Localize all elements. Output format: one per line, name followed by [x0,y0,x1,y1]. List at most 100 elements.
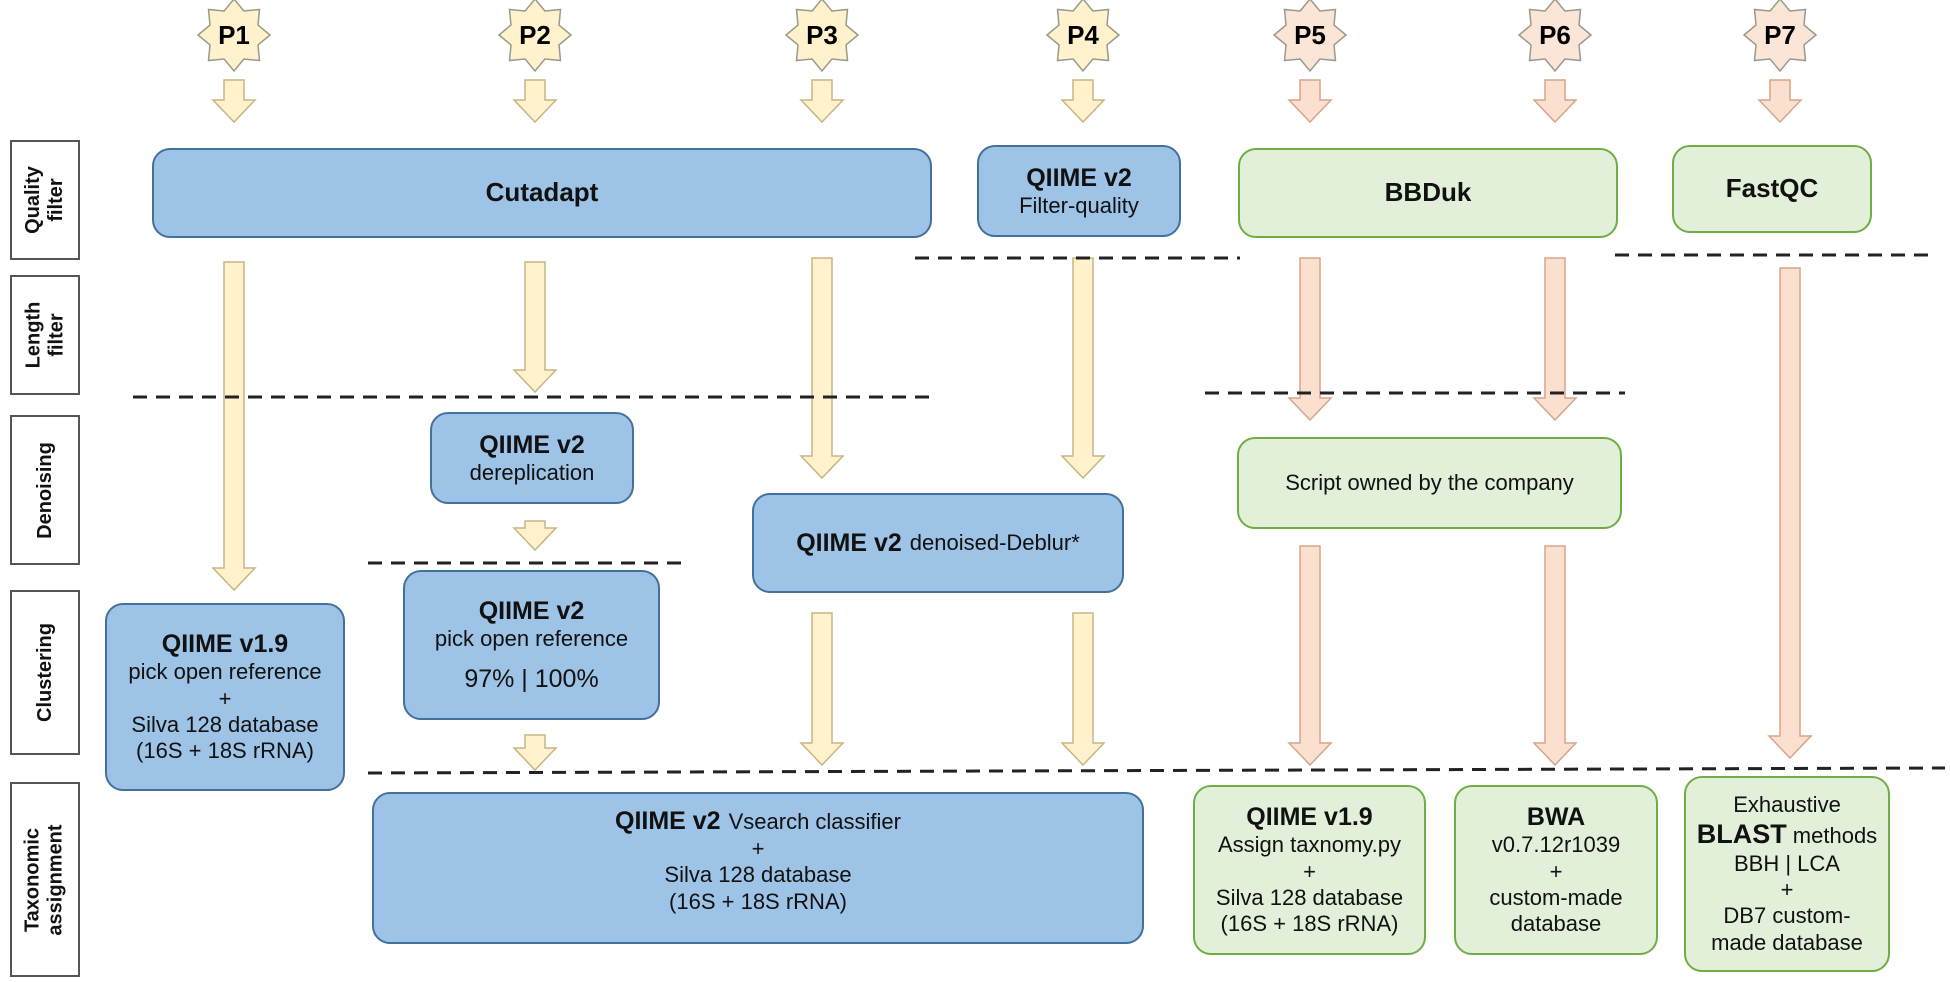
arrow-p6-entry [1532,79,1578,124]
bbh-lca-label: BBH | LCA [1734,850,1840,876]
pipeline-badge-p1: P1 [196,0,272,73]
fastqc-label: FastQC [1725,173,1819,204]
pipeline-badge-p4: P4 [1045,0,1121,73]
made-database-label: made database [1711,929,1863,955]
qiime-v19-tool-label: QIIME v1.9 [1246,803,1373,832]
star-shape [1045,0,1121,73]
assign-taxonomy-label: Assign taxnomy.py [1217,832,1401,858]
exhaustive-label: Exhaustive [1733,791,1841,817]
bwa-version-label: v0.7.12r1039 [1491,832,1621,858]
company-script-label: Script owned by the company [1285,469,1574,495]
qiime-v2-vsearch-box: QIIME v2 Vsearch classifier + Silva 128 … [372,792,1144,944]
bbduk-label: BBDuk [1384,177,1472,208]
pipeline-badge-label: P6 [1539,20,1571,50]
pipeline-badge-label: P3 [806,20,838,50]
cutadapt-label: Cutadapt [485,177,599,208]
pipeline-badge-p6: P6 [1517,0,1593,73]
pick-open-reference-label: pick open reference [128,659,322,685]
arrow-p1-entry [211,79,257,124]
rrna-label: (16S + 18S rRNA) [136,738,314,764]
rrna-label: (16S + 18S rRNA) [669,888,847,914]
star-shape [1742,0,1818,73]
arrow-p6-script-to-bwa [1532,545,1578,767]
arrow-p6-bbduk-to-script [1532,257,1578,422]
arrow-p1-cutadapt-to-clustering [211,261,257,592]
arrow-p5-bbduk-to-script [1287,257,1333,422]
arrow-p2-cluster-to-vsearch [512,734,558,772]
company-script-box: Script owned by the company [1237,437,1622,529]
divider-clustering-taxonomic [367,766,1946,775]
qiime-v2-tool-label: QIIME v2 [796,529,902,557]
row-label-length-filter: Length filter [10,275,80,395]
qiime-v2-tool-label: QIIME v2 [478,596,585,625]
pipeline-badge-label: P2 [519,20,551,50]
plus-label: + [751,836,765,861]
arrow-p2-entry [512,79,558,124]
qiime-v2-deblur-box: QIIME v2 denoised-Deblur* [752,493,1124,593]
arrow-p7-entry [1757,79,1803,124]
bwa-box: BWA v0.7.12r1039 + custom-made database [1454,785,1658,955]
arrow-p3-deblur-to-vsearch [799,612,845,767]
row-label-taxonomic-assignment: Taxonomic assignment [10,782,80,977]
pipeline-badge-label: P5 [1294,20,1326,50]
pipeline-badge-p2: P2 [497,0,573,73]
pipeline-badge-p7: P7 [1742,0,1818,73]
db7-custom-label: DB7 custom- [1723,903,1851,929]
silva-database-label: Silva 128 database [131,712,319,737]
fastqc-box: FastQC [1672,145,1872,233]
blast-tool-label: BLAST [1696,819,1787,850]
star-shape [784,0,860,73]
arrow-p4-entry [1060,79,1106,124]
arrow-p7-fastqc-to-blast [1767,267,1813,760]
filter-quality-label: Filter-quality [1019,192,1139,218]
plus-label: + [1780,877,1794,902]
silva-database-label: Silva 128 database [1215,885,1404,910]
pipeline-badge-label: P4 [1067,20,1099,50]
row-label-clustering: Clustering [10,590,80,755]
pick-open-reference-label: pick open reference [434,625,629,651]
pipeline-badge-p5: P5 [1272,0,1348,73]
qiime-v19-open-reference-box: QIIME v1.9 pick open reference + Silva 1… [105,603,345,791]
rrna-label: (16S + 18S rRNA) [1220,911,1399,937]
dereplication-label: dereplication [469,459,595,485]
qiime-v19-assign-taxonomy-box: QIIME v1.9 Assign taxnomy.py + Silva 128… [1193,785,1426,955]
star-shape [497,0,573,73]
methods-label: methods [1792,823,1878,849]
qiime-v2-filter-quality-box: QIIME v2 Filter-quality [977,145,1181,237]
star-shape [1272,0,1348,73]
similarity-threshold-label: 97% | 100% [464,665,599,694]
blast-box: Exhaustive BLAST methods BBH | LCA + DB7… [1684,776,1890,972]
cutadapt-box: Cutadapt [152,148,932,238]
bbduk-box: BBDuk [1238,148,1618,238]
arrow-p4-deblur-to-vsearch [1060,612,1106,767]
row-label-denoising: Denoising [10,415,80,565]
plus-label: + [218,685,232,711]
custom-made-label: custom-made [1489,885,1623,910]
qiime-v2-dereplication-box: QIIME v2 dereplication [430,412,634,504]
pipeline-badge-p3: P3 [784,0,860,73]
qiime-v2-open-reference-box: QIIME v2 pick open reference 97% | 100% [403,570,660,720]
database-label: database [1510,911,1602,937]
star-shape [1517,0,1593,73]
qiime-v19-tool-label: QIIME v1.9 [161,630,289,659]
arrow-p5-script-to-assign [1287,545,1333,767]
qiime-v2-tool-label: QIIME v2 [479,430,585,459]
bwa-tool-label: BWA [1526,803,1586,832]
pipeline-badge-label: P7 [1764,20,1796,50]
arrow-p5-entry [1287,79,1333,124]
plus-label: + [1303,858,1316,884]
deblur-label: denoised-Deblur* [909,529,1080,555]
arrow-p2-derep-to-cluster [512,520,558,552]
pipeline-badge-label: P1 [218,20,250,50]
qiime-v2-tool-label: QIIME v2 [1026,163,1132,192]
arrow-p2-cutadapt-to-length [512,261,558,394]
row-label-quality-filter: Quality filter [10,140,80,260]
silva-database-label: Silva 128 database [664,862,852,888]
arrow-p3-cutadapt-to-deblur [799,257,845,480]
arrow-p3-entry [799,79,845,124]
arrow-p4-filter-to-deblur [1060,257,1106,480]
plus-label: + [1549,858,1563,884]
vsearch-classifier-label: Vsearch classifier [728,809,901,834]
star-shape [196,0,272,73]
